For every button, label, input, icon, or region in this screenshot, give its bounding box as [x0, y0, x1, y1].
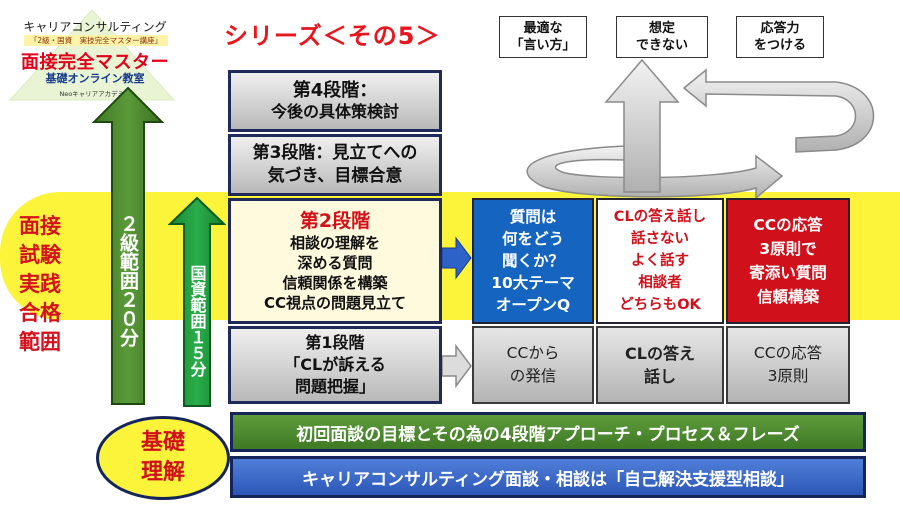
level2-char-1: ２	[117, 213, 139, 233]
arrow-right-grey-icon	[442, 344, 472, 388]
top-label-2: 想定 できない	[616, 16, 708, 58]
stage-3-line-2: 気づき、目標合意	[267, 166, 403, 186]
basic-understanding-badge: 基礎 理解	[96, 416, 230, 500]
logo: キャリアコンサルティング 「2級・国資 実技完全マスター講座」 面接完全マスター…	[6, 8, 178, 102]
cycle-arrows-icon	[526, 58, 875, 200]
national-char-1: 国	[187, 265, 207, 281]
column-upper-1-line-4: 10大テーマ	[491, 274, 575, 292]
logo-line-5: Neoキャリアアカデミー	[59, 90, 131, 98]
level2-arrow-icon	[92, 86, 164, 405]
column-upper-2-line-1: CLの答え話し	[613, 209, 707, 225]
logo-line-1: キャリアコンサルティング	[23, 20, 167, 34]
left-label-2: 試験	[19, 243, 61, 267]
stage-3-box: 第3段階：見立てへの 気づき、目標合意	[228, 134, 442, 196]
column-upper-2: CLの答え話し 話さない よく話す 相談者 どちらもOK	[596, 198, 724, 324]
column-lower-2: CLの答え 話し	[596, 326, 724, 404]
stage-2-line-3: 信頼関係を構築	[282, 274, 388, 292]
column-lower-2-line-2: 話し	[643, 367, 676, 386]
column-upper-2-line-2: 話さない	[631, 231, 689, 247]
left-label: 面接 試験 実践 合格 範囲	[12, 212, 68, 357]
stage-1-box: 第1段階 「CLが訴える 問題把握」	[228, 326, 442, 404]
stage-3-line-1: 第3段階：見立てへの	[252, 143, 418, 163]
arrow-right-blue-icon	[442, 236, 472, 280]
stage-1-line-3: 問題把握」	[294, 377, 375, 396]
left-label-4: 合格	[19, 301, 61, 325]
column-lower-2-line-1: CLの答え	[625, 344, 695, 363]
column-upper-3-line-2: 3原則で	[759, 240, 817, 258]
level2-char-7: 分	[117, 327, 139, 347]
top-label-3: 応答力 をつける	[736, 16, 824, 58]
level2-char-4: 囲	[117, 270, 139, 290]
basic-line-1: 基礎	[140, 430, 185, 455]
stage-2-title: 第2段階	[299, 210, 371, 232]
logo-line-3: 面接完全マスター	[21, 52, 169, 73]
top-label-3-line-1: 応答力	[760, 21, 800, 36]
level2-char-6: ０	[117, 308, 139, 328]
national-char-6: ５	[187, 345, 207, 361]
national-char-7: 分	[187, 361, 207, 377]
left-label-5: 範囲	[19, 330, 61, 354]
top-label-2-line-1: 想定	[648, 21, 675, 36]
column-upper-1-line-1: 質問は	[509, 208, 557, 226]
column-upper-1: 質問は 何をどう 聞くか？ 10大テーマ オープンQ	[472, 198, 594, 324]
column-lower-1-line-1: CCから	[506, 344, 560, 362]
column-upper-2-line-4: 相談者	[638, 275, 682, 291]
stage-4-title: 第4段階：	[292, 80, 378, 101]
logo-triangle-icon	[8, 9, 176, 101]
column-upper-3-line-3: 寄添い質問	[749, 264, 827, 282]
column-upper-3-line-1: CCの応答	[753, 216, 823, 234]
level2-char-2: 級	[117, 232, 139, 252]
logo-line-2: 「2級・国資 実技完全マスター講座」	[24, 35, 168, 46]
level2-char-5: ２	[117, 289, 139, 309]
top-label-1-line-1: 最適な	[523, 21, 563, 36]
stage-2-line-1: 相談の理解を	[289, 234, 380, 252]
national-char-5: １	[187, 329, 207, 345]
column-upper-2-line-5: どちらもOK	[619, 297, 701, 313]
column-lower-3-line-2: 3原則	[767, 367, 809, 385]
basic-line-2: 理解	[140, 460, 185, 485]
national-arrow-icon	[168, 196, 226, 407]
column-lower-1: CCから の発信	[472, 326, 594, 404]
logo-line-4: 基礎オンライン教室	[45, 72, 145, 85]
left-label-1: 面接	[19, 214, 61, 238]
stage-2-line-4: CC視点の問題見立て	[263, 294, 407, 312]
column-upper-1-line-2: 何をどう	[501, 230, 564, 248]
column-upper-3: CCの応答 3原則で 寄添い質問 信頼構築	[726, 198, 850, 324]
top-label-1: 最適な 「言い方」	[499, 16, 587, 58]
stage-1-line-2: 「CLが訴える	[284, 355, 386, 374]
series-title: シリーズ＜その5＞	[224, 22, 441, 50]
top-label-1-line-2: 「言い方」	[510, 38, 576, 53]
stage-2-box: 第2段階 相談の理解を 深める質問 信頼関係を構築 CC視点の問題見立て	[228, 198, 442, 324]
stage-2-line-2: 深める質問	[297, 254, 373, 272]
level2-char-3: 範	[117, 251, 139, 271]
left-label-3: 実践	[19, 272, 61, 296]
top-label-2-line-2: できない	[635, 38, 688, 53]
column-lower-3: CCの応答 3原則	[726, 326, 850, 404]
stage-4-box: 第4段階： 今後の具体策検討	[228, 70, 442, 132]
national-arrow-label: 国 資 範 囲 １ ５ 分	[182, 244, 212, 398]
top-label-3-line-2: をつける	[753, 38, 806, 53]
stage-4-line: 今後の具体策検討	[270, 102, 399, 121]
national-char-3: 範	[187, 297, 207, 313]
column-upper-2-line-3: よく話す	[631, 253, 689, 269]
level2-arrow-label: ２ 級 範 囲 ２ ０ 分	[112, 170, 144, 390]
stage-1-line-1: 第1段階	[305, 333, 365, 352]
national-char-2: 資	[187, 281, 207, 297]
column-upper-3-line-4: 信頼構築	[756, 288, 819, 306]
column-lower-1-line-2: の発信	[509, 367, 557, 385]
column-upper-1-line-5: オープンQ	[495, 296, 571, 314]
blue-bar: キャリアコンサルティング面談・相談は「自己解決支援型相談」	[230, 456, 866, 498]
national-char-4: 囲	[187, 313, 207, 329]
column-lower-3-line-1: CCの応答	[753, 344, 823, 362]
column-upper-1-line-3: 聞くか？	[501, 252, 564, 270]
green-bar: 初回面談の目標とその為の4段階アプローチ・プロセス＆フレーズ	[230, 412, 866, 452]
